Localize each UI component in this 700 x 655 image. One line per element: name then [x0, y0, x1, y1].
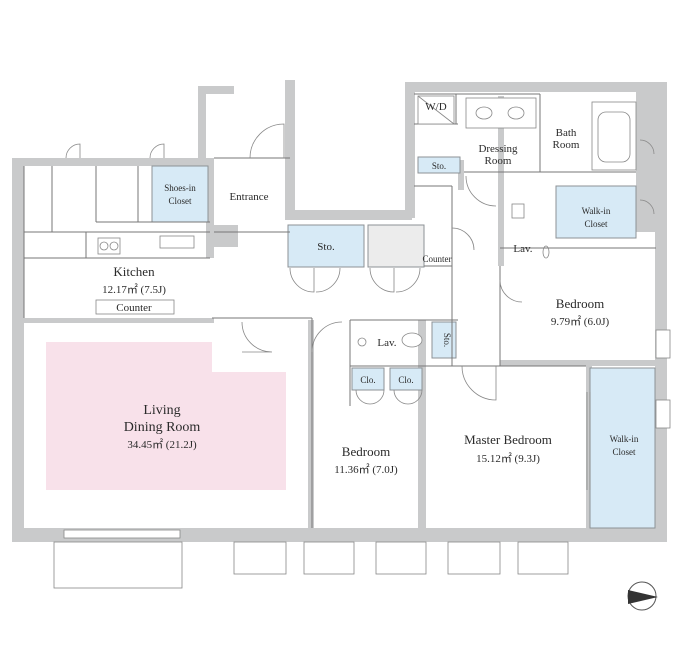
- storage-main-label: Sto.: [317, 241, 335, 253]
- storage-wd: [417, 156, 461, 174]
- living-room-notch: [212, 342, 286, 372]
- walkin-master-label-1: Walk-in: [610, 434, 639, 444]
- bath-label-1: Bath: [556, 127, 577, 139]
- master-bedroom-area: 15.12㎡ (9.3J): [476, 452, 540, 465]
- entrance-label: Entrance: [229, 191, 268, 203]
- walkin-master-label-2: Closet: [612, 447, 636, 457]
- walkin-upper-label-2: Closet: [584, 219, 608, 229]
- master-bedroom-name: Master Bedroom: [464, 432, 552, 447]
- north-arrow-icon: [627, 581, 658, 611]
- storage-main: [287, 224, 365, 268]
- lav-lower-label: Lav.: [377, 337, 396, 349]
- toilet-upper-icon: [511, 203, 525, 219]
- kitchen-area: 12.17㎡ (7.5J): [102, 283, 166, 296]
- closet-b-label: Clo.: [398, 375, 413, 385]
- storage-lav-label: Sto.: [442, 333, 452, 347]
- sink-icon: [159, 235, 195, 249]
- storage-wd-label: Sto.: [432, 161, 446, 171]
- vanity-icon: [465, 97, 537, 129]
- storage-grey: [367, 224, 425, 268]
- shoes-closet: [151, 165, 209, 223]
- wd-label: W/D: [425, 101, 446, 113]
- closet-a: [351, 367, 385, 391]
- walkin-closet-master: [589, 367, 656, 529]
- shoes-closet-label-2: Closet: [168, 196, 192, 206]
- lav-upper-label: Lav.: [513, 243, 532, 255]
- counter-corridor-label: Counter: [423, 254, 452, 264]
- living-area: 34.45㎡ (21.2J): [127, 438, 197, 451]
- bedroom-east-area: 9.79㎡ (6.0J): [551, 315, 610, 328]
- bath-label-2: Room: [553, 139, 580, 151]
- fixtures: [97, 95, 637, 490]
- bedroom-south-area: 11.36㎡ (7.0J): [334, 463, 398, 476]
- interior-lines: [23, 93, 656, 528]
- kitchen-name: Kitchen: [113, 264, 155, 279]
- living-name-1: Living: [143, 403, 180, 418]
- kitchen-counter-label: Counter: [116, 302, 152, 314]
- dressing-label-2: Room: [485, 155, 512, 167]
- dressing-label-1: Dressing: [478, 143, 518, 155]
- shoes-closet-label-1: Shoes-in: [164, 183, 196, 193]
- closet-a-label: Clo.: [360, 375, 375, 385]
- labels: Kitchen 12.17㎡ (7.5J) Counter Shoes-in C…: [102, 101, 639, 476]
- lav-sink-icon: [357, 337, 367, 347]
- bedroom-east-name: Bedroom: [556, 296, 604, 311]
- closet-b: [389, 367, 423, 391]
- walkin-closet-upper: [555, 185, 637, 239]
- living-name-2: Dining Room: [124, 420, 201, 435]
- bedroom-south-name: Bedroom: [342, 444, 390, 459]
- stove-icon: [97, 237, 121, 255]
- toilet-icon: [401, 332, 423, 348]
- kitchen-counter: [95, 299, 175, 315]
- balconies: [53, 329, 671, 589]
- walkin-upper-label-1: Walk-in: [582, 206, 611, 216]
